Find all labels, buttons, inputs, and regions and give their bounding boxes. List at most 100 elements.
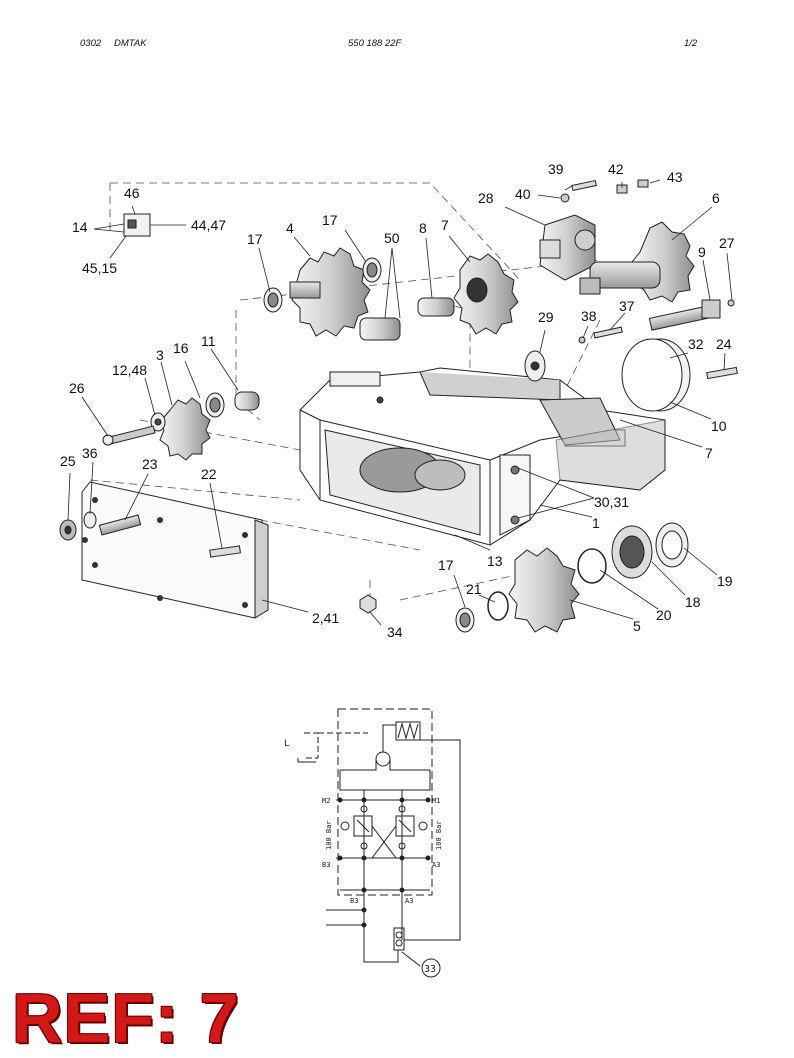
callout-7-top: 7	[441, 217, 449, 233]
pin-39	[571, 179, 597, 192]
callout-20: 20	[656, 607, 672, 623]
seal-29	[524, 350, 546, 382]
callout-14: 14	[72, 219, 88, 235]
leader-lines	[67, 179, 733, 626]
callout-43: 43	[667, 169, 683, 185]
valve-block-46	[123, 213, 151, 237]
callout-32: 32	[688, 336, 704, 352]
callout-17-c: 17	[438, 557, 454, 573]
callout-23: 23	[142, 456, 158, 472]
callout-4: 4	[286, 220, 294, 236]
gearbox-housing	[299, 367, 666, 546]
callout-16: 16	[173, 340, 189, 356]
callout-12-48: 12,48	[112, 362, 147, 378]
bearing-16	[205, 392, 225, 418]
header-part-number: 550 188 22F	[348, 38, 402, 49]
callout-22: 22	[201, 466, 217, 482]
bolt-9	[648, 299, 721, 331]
callout-46: 46	[124, 185, 140, 201]
header-name: DMTAK	[114, 38, 147, 49]
callout-19: 19	[717, 573, 733, 589]
bushing-11	[234, 391, 260, 411]
shaft-6	[579, 221, 695, 303]
plug-25	[59, 519, 77, 541]
part-40	[560, 193, 570, 203]
sleeve-8	[417, 297, 455, 317]
seal-19	[655, 522, 689, 568]
port-M2-label: M2	[322, 797, 330, 805]
pressure-right-label: 100 Bar	[435, 820, 443, 850]
callout-17-a: 17	[247, 231, 263, 247]
callout-1: 1	[592, 515, 600, 531]
callout-25: 25	[60, 453, 76, 469]
callout-numbers: 39 42 43 40 28 6 46 14 44,47 45,15 17 4 …	[60, 161, 735, 640]
callout-24: 24	[716, 336, 732, 352]
part-27	[727, 299, 735, 307]
callout-28: 28	[478, 190, 494, 206]
bearing-17-b	[362, 257, 382, 283]
callout-10: 10	[711, 418, 727, 434]
callout-8: 8	[419, 220, 427, 236]
ring-20	[577, 548, 607, 584]
plate-10	[621, 338, 691, 412]
callout-50: 50	[384, 230, 400, 246]
port-B3-side-label: B3	[322, 861, 330, 869]
callout-37: 37	[619, 298, 635, 314]
header-page-number: 1/2	[684, 38, 698, 49]
callout-11: 11	[201, 333, 216, 349]
fitting-43	[637, 179, 649, 188]
ring-21	[487, 591, 509, 621]
washer-12	[150, 412, 166, 432]
callout-7-bottom: 7	[705, 445, 713, 461]
gear-3	[159, 397, 211, 461]
callout-18: 18	[685, 594, 701, 610]
bolt-26	[102, 425, 156, 446]
pin-22	[209, 545, 241, 558]
gear-4	[289, 247, 371, 337]
port-A3-low-label: A3	[405, 897, 413, 905]
callout-44-47: 44,47	[191, 217, 226, 233]
port-M1-label: M1	[432, 797, 440, 805]
bearing-17-c	[455, 607, 475, 633]
callout-13: 13	[487, 553, 503, 569]
callout-45-15: 45,15	[82, 260, 117, 276]
reference-label: REF: 7	[12, 979, 240, 1057]
callout-9: 9	[698, 244, 706, 260]
callout-2-41: 2,41	[312, 610, 339, 626]
callout-26: 26	[69, 380, 85, 396]
part-38	[578, 336, 586, 344]
pressure-left-label: 100 Bar	[325, 820, 333, 850]
callout-34: 34	[387, 624, 403, 640]
nut-34	[359, 594, 377, 614]
callout-30-31: 30,31	[594, 494, 629, 510]
callout-38: 38	[581, 308, 597, 324]
motor-28	[539, 214, 596, 281]
callout-5: 5	[633, 618, 641, 634]
item-33-label: 33	[424, 964, 436, 975]
washer-36	[83, 511, 97, 529]
bearing-18	[611, 525, 653, 579]
pin-37	[593, 326, 623, 339]
callout-36: 36	[82, 445, 98, 461]
callout-40: 40	[515, 186, 531, 202]
callout-42: 42	[608, 161, 624, 177]
housing-shadow	[555, 419, 666, 491]
hydraulic-schematic	[297, 708, 461, 978]
pin-24	[706, 366, 738, 380]
callout-6: 6	[712, 190, 720, 206]
port-L-label: L	[284, 739, 289, 749]
gear-5	[508, 547, 580, 633]
port-A3-side-label: A3	[432, 861, 440, 869]
callout-29: 29	[538, 309, 554, 325]
sleeve-50	[359, 317, 401, 341]
schematic-labels: L M2 M1 100 Bar 100 Bar B3 A3 B3 A3 33	[284, 739, 443, 975]
bearing-17-a	[263, 287, 283, 313]
screw-23	[98, 514, 142, 536]
port-B3-low-label: B3	[350, 897, 358, 905]
callout-17-b: 17	[322, 212, 338, 228]
callout-39: 39	[548, 161, 564, 177]
gear-7-top	[453, 253, 519, 335]
callout-21: 21	[466, 581, 482, 597]
callout-3: 3	[156, 347, 164, 363]
